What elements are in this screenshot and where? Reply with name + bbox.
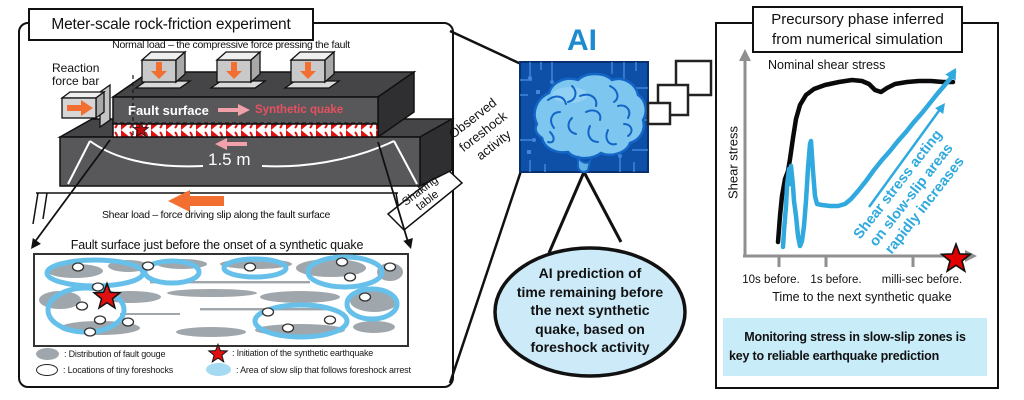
zoom-box-caption: Fault surface just before the onset of a… xyxy=(70,238,364,252)
ai-chip xyxy=(519,61,649,173)
legend-initiation: : Initiation of the synthetic earthquake xyxy=(232,348,373,358)
nominal-stress-label: Nominal shear stress xyxy=(768,58,886,72)
slow-slip-icon xyxy=(206,363,231,376)
tiny-foreshocks-label: : Locations of tiny foreshocks xyxy=(63,365,174,375)
y-axis-arrowhead xyxy=(739,49,751,61)
tick-label-millisec: milli-sec before. xyxy=(881,274,963,286)
shear-load-arrow xyxy=(168,190,224,212)
transition-squares-icon xyxy=(646,59,713,126)
chip-to-bubble-lines xyxy=(547,171,623,254)
legend-fault-gouge: : Distribution of fault gouge xyxy=(36,348,165,360)
y-axis-label: Shear stress xyxy=(725,126,741,199)
fault-surface-label: Fault surface xyxy=(128,103,209,118)
right-title-line2: from numerical simulation xyxy=(772,30,943,48)
conclusion-line1: Monitoring stress in slow-slip zones is xyxy=(744,330,966,344)
tiny-foreshock-dots xyxy=(71,257,397,337)
normal-load-caption: Normal load – the compressive force pres… xyxy=(112,39,350,51)
tick-label-10s: 10s before. xyxy=(742,274,800,286)
annotation-arrowhead xyxy=(935,103,945,115)
slip-arrow-right xyxy=(218,104,250,116)
tick-label-1s: 1s before. xyxy=(810,274,862,286)
slow-slip-curve-arrowhead xyxy=(945,68,956,81)
slip-arrow-left xyxy=(215,138,247,150)
slow-slip-label: : Area of slow slip that follows foresho… xyxy=(236,364,411,375)
fault-band xyxy=(112,123,379,138)
load-block-2 xyxy=(208,50,268,89)
conclusion-box: Monitoring stress in slow-slip zones is … xyxy=(723,318,987,376)
left-panel-title: Meter-scale rock-friction experiment xyxy=(51,15,291,33)
magnify-arrowhead-left xyxy=(31,237,41,249)
annotation-arrow xyxy=(867,107,943,208)
shear-load-caption: Shear load – force driving slip along th… xyxy=(101,209,331,221)
left-panel-title-box: Meter-scale rock-friction experiment xyxy=(28,8,314,41)
conclusion-line2: key to reliable earthquake prediction xyxy=(729,349,940,363)
legend-slow-slip: : Area of slow slip that follows foresho… xyxy=(206,363,411,376)
fault-gouge-label: : Distribution of fault gouge xyxy=(64,349,166,359)
reaction-force-bar xyxy=(60,83,111,129)
ai-title: AI xyxy=(567,24,597,57)
synthetic-quake-label: Synthetic quake xyxy=(255,104,344,116)
prediction-bubble-text: AI prediction of time remaining before t… xyxy=(516,265,664,355)
legend-foreshocks: : Locations of tiny foreshocks xyxy=(36,364,173,376)
funnel-lines xyxy=(448,29,523,384)
load-block-3 xyxy=(282,50,342,89)
magnification-lines xyxy=(33,139,409,244)
normal-load-blocks xyxy=(133,50,342,89)
legend-star-icon xyxy=(208,343,228,363)
load-block-1 xyxy=(133,50,193,89)
length-label: 1.5 m xyxy=(208,150,251,169)
right-panel-title-box: Precursory phase inferred from numerical… xyxy=(752,6,963,53)
quake-star xyxy=(940,243,972,272)
fault-gouge-icon xyxy=(36,348,59,360)
tiny-foreshocks-icon xyxy=(36,364,58,376)
x-axis-arrowhead xyxy=(965,250,977,262)
graph-axes xyxy=(743,58,968,267)
brain-icon xyxy=(533,72,647,173)
x-axis-label: Time to the next synthetic quake xyxy=(772,290,952,304)
prediction-bubble xyxy=(493,246,687,378)
hidden-edge-dashes xyxy=(113,75,376,135)
magnify-arrowhead-right xyxy=(403,237,413,249)
slow-slip-stress-curve xyxy=(780,69,957,250)
right-title-line1: Precursory phase inferred xyxy=(771,10,944,28)
initiation-label: : Initiation of the synthetic earthquake xyxy=(232,348,374,358)
reaction-force-label: Reaction force bar xyxy=(52,61,100,88)
